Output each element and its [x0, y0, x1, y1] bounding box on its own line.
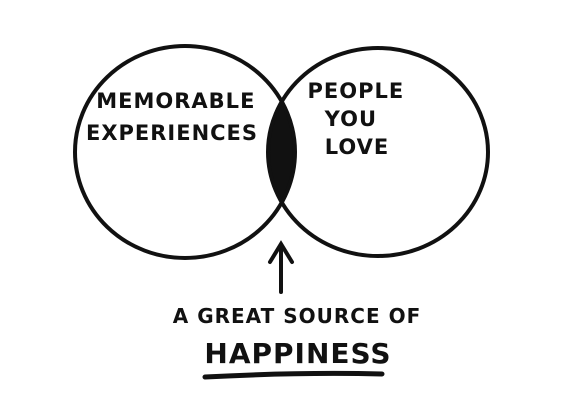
set-circle-people-you-love: [266, 46, 490, 258]
set-circle-memorable-experiences: [73, 44, 297, 260]
annotation-underline: [202, 370, 385, 380]
set-label-left: MEMORABLE EXPERIENCES: [86, 89, 264, 145]
set-label-left-line-2: EXPERIENCES: [86, 121, 258, 145]
annotation-line-2: HAPPINESS: [204, 337, 391, 370]
set-label-right: PEOPLE YOU LOVE: [307, 79, 412, 159]
set-label-right-line-2: YOU: [324, 107, 377, 131]
annotation-line-1: A GREAT SOURCE OF: [173, 304, 421, 328]
set-label-left-line-1: MEMORABLE: [96, 89, 255, 113]
set-label-right-line-3: LOVE: [325, 135, 390, 159]
arrow-up-icon: [268, 240, 294, 294]
set-label-right-line-1: PEOPLE: [307, 79, 404, 103]
